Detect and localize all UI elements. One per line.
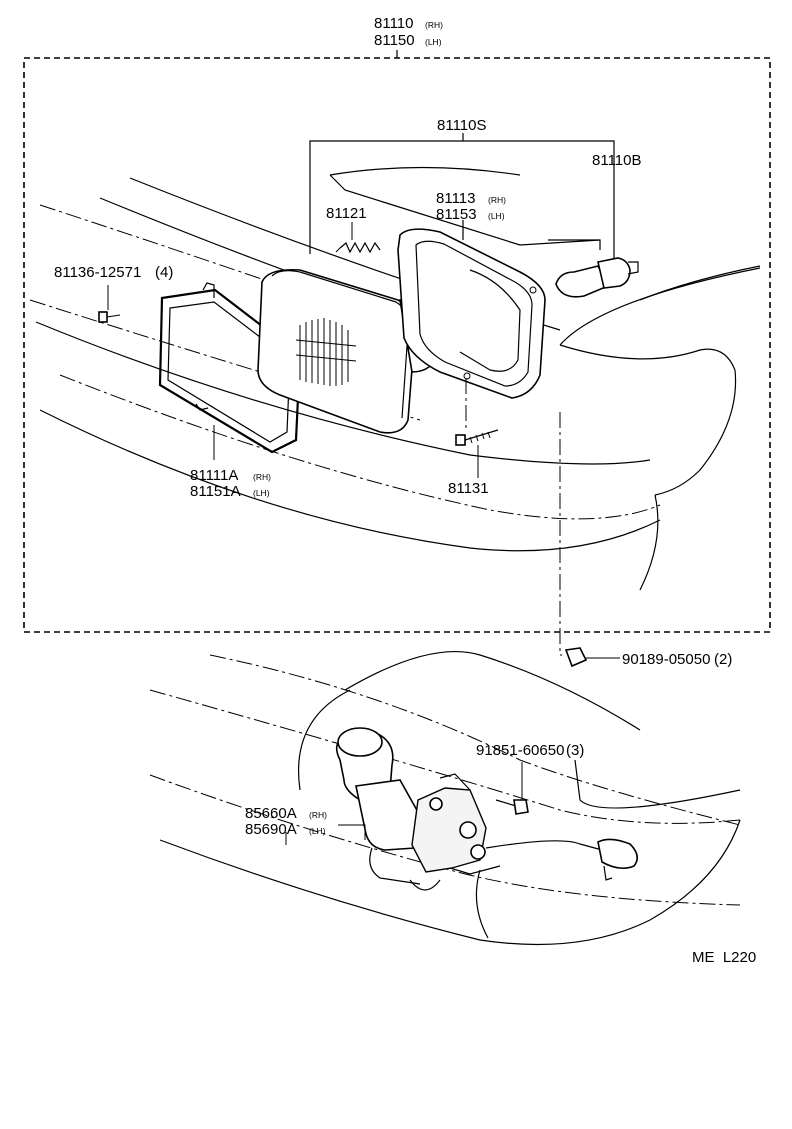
lens-pattern: [295, 318, 357, 386]
vehicle-body-lower: [149, 650, 741, 946]
label-rim-lh: 81151A: [190, 483, 241, 500]
leader-lines-lower: [285, 824, 366, 845]
label-motor-lh-side: (LH): [309, 826, 326, 836]
label-motor-lh: 85690A: [245, 821, 297, 838]
label-assy-lh-side: (LH): [425, 37, 442, 47]
label-clip: 90189-05050: [622, 651, 710, 668]
label-screw: 81136-12571: [54, 264, 141, 281]
label-screw-qty: (4): [155, 264, 173, 281]
adjusting-screw-part: [455, 378, 499, 446]
label-bolt: 91851-60650: [476, 742, 564, 759]
label-body-lh-side: (LH): [488, 211, 505, 221]
label-rim-rh: 81111A: [190, 467, 238, 484]
bulb-part: [555, 257, 639, 298]
label-body-lh: 81153: [436, 206, 477, 223]
diagram-code: ME L220: [692, 949, 756, 966]
leader-lines-upper: [107, 133, 615, 656]
label-bolt-qty: (3): [566, 742, 584, 759]
label-body-rh-side: (RH): [488, 195, 506, 205]
clip-part: [564, 647, 620, 668]
spring-part: [335, 241, 381, 254]
part-labels: 81110 (RH) 81150 (LH) 81110S 81110B 8111…: [54, 15, 756, 966]
label-rim-rh-side: (RH): [253, 472, 271, 482]
headlight-rim: [158, 282, 302, 454]
label-assy-rh-side: (RH): [425, 20, 443, 30]
leveling-motor: [335, 727, 638, 891]
screw-part: [98, 311, 121, 323]
label-assy-rh: 81110: [374, 15, 414, 32]
label-adjust-screw: 81131: [448, 480, 489, 497]
bolt-part: [495, 762, 529, 815]
label-rim-lh-side: (LH): [253, 488, 270, 498]
label-assy-lh: 81150: [374, 32, 415, 49]
label-motor-rh: 85660A: [245, 805, 297, 822]
label-unit-set: 81110S: [437, 117, 487, 134]
label-body-rh: 81113: [436, 190, 476, 207]
assembly-boundary: [23, 50, 771, 633]
headlight-housing: [397, 228, 546, 399]
label-bulb: 81110B: [592, 152, 642, 169]
label-spring: 81121: [326, 205, 367, 222]
label-motor-rh-side: (RH): [309, 810, 327, 820]
label-clip-qty: (2): [714, 651, 732, 668]
